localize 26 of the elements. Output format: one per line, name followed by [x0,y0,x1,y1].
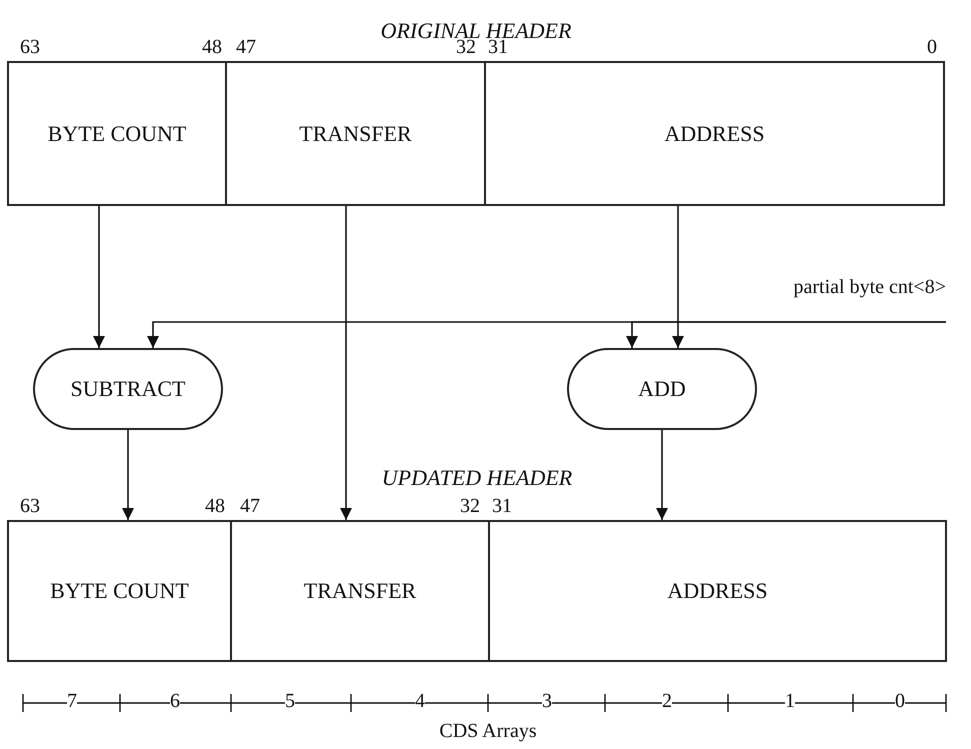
bit-number: 48 [205,495,225,518]
arrow [340,206,352,520]
bit-number: 63 [20,495,40,518]
register-field: TRANSFER [230,520,490,662]
register-field: ADDRESS [484,61,945,206]
arrow [656,430,668,520]
bit-number: 0 [927,36,937,59]
bit-number: 48 [202,36,222,59]
bit-number: 31 [492,495,512,518]
header-title: UPDATED HEADER [380,465,574,491]
scale-caption: CDS Arrays [439,720,537,743]
arrow [122,430,134,520]
bit-number: 47 [240,495,260,518]
arrow [672,206,684,348]
bit-number: 63 [20,36,40,59]
operation-pill: SUBTRACT [33,348,223,430]
register-field: BYTE COUNT [7,520,232,662]
bit-number: 32 [460,495,480,518]
arrow [626,321,946,348]
bit-number: 47 [236,36,256,59]
register-field: BYTE COUNT [7,61,227,206]
register-field: TRANSFER [225,61,486,206]
operation-pill: ADD [567,348,757,430]
signal-label: partial byte cnt<8> [770,276,946,322]
register-field: ADDRESS [488,520,947,662]
arrow [93,206,105,348]
